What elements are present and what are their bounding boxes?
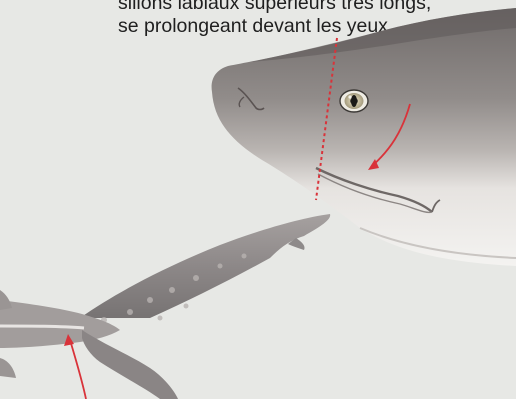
shark-eye bbox=[340, 90, 368, 112]
annotation-arrow-tail bbox=[64, 334, 86, 399]
shark-tail-illustration bbox=[0, 214, 330, 399]
shark-head-illustration bbox=[212, 8, 516, 266]
